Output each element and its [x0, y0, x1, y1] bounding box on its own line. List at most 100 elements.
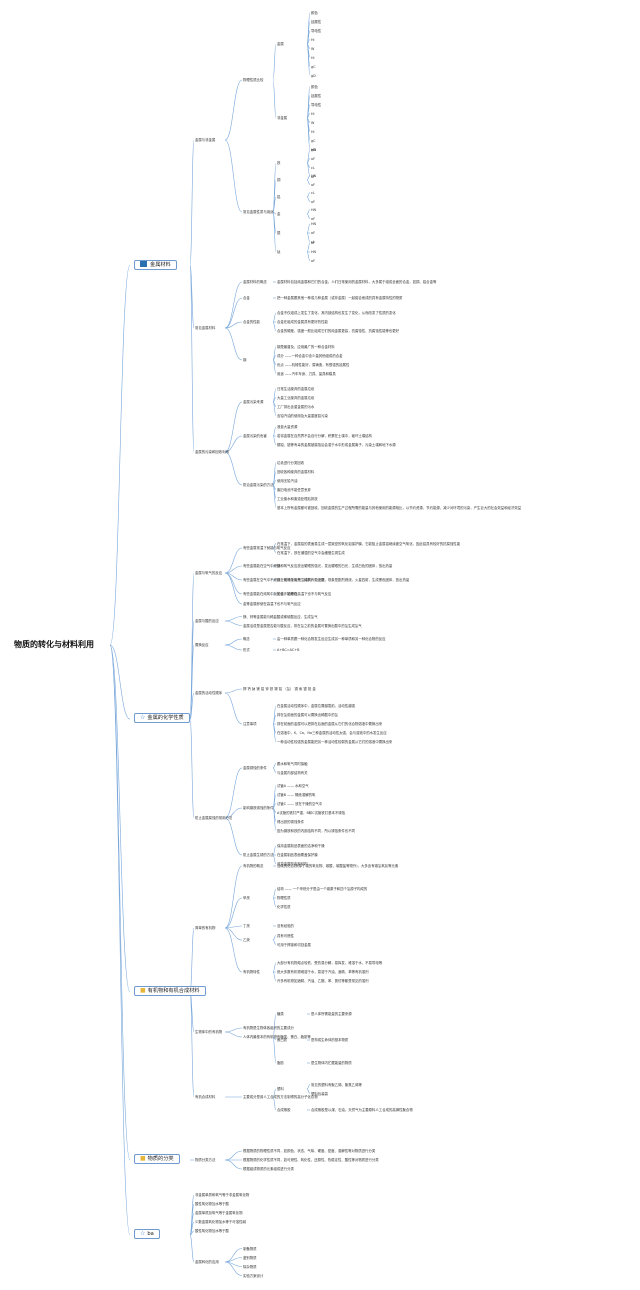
leaf-topic[interactable]: 许多有机物如酒精、汽油、乙醚、苯、氯仿等都是常见的溶剂 [277, 979, 369, 983]
leaf-topic[interactable]: oF [311, 231, 315, 235]
leaf-topic[interactable]: cL [311, 166, 315, 170]
leaf-topic[interactable]: gD [311, 74, 316, 78]
leaf-topic[interactable]: 注意事项 [243, 722, 257, 726]
leaf-topic[interactable]: cL [311, 191, 315, 195]
leaf-topic[interactable]: Hi [311, 112, 315, 116]
leaf-topic[interactable]: W [311, 121, 314, 125]
leaf-topic[interactable]: 结构 —— 一个甲烷分子是由一个碳原子和四个氢原子构成的 [277, 887, 367, 891]
subtopic[interactable]: 金属的污染和回收利用 [195, 450, 229, 454]
leaf-topic[interactable]: 优点 ——机械性能好，易铸造，有很强的延展性 [277, 363, 349, 367]
leaf-topic[interactable]: 工业废水和废渣处理后排放 [277, 497, 318, 501]
leaf-topic[interactable]: 得出铁的锈蚀条件 [277, 820, 304, 824]
leaf-topic[interactable]: 合成橡胶是以煤、石油、天然气为主要原料人工合成的高弹性聚合物 [311, 1108, 413, 1112]
leaf-topic[interactable]: 脂肪 [277, 1061, 284, 1065]
leaf-topic[interactable]: gC [311, 139, 316, 143]
leaf-topic[interactable]: 改变金属的内部结构 [277, 862, 308, 866]
leaf-topic[interactable]: 金等金属即使在高温下也不与氧气反应 [243, 602, 301, 606]
leaf-topic[interactable]: 钢 [243, 358, 246, 362]
subtopic[interactable]: 生物体中的有机物 [195, 1030, 222, 1034]
leaf-topic[interactable]: 钾 钙 钠 镁 铝 锌 铁 锡 铅 （氢） 铜 汞 银 铂 金 [243, 687, 316, 691]
leaf-topic[interactable]: 塑料包装袋 [311, 1092, 328, 1096]
root-topic[interactable]: 物质的转化与材料利用 [14, 640, 94, 649]
leaf-topic[interactable]: 排在氢前面的金属可以置换出稀酸中的氢 [277, 713, 338, 717]
leaf-topic[interactable]: 物理性质 [277, 896, 291, 900]
leaf-topic[interactable]: 影响钢铁锈蚀的条件 [243, 806, 274, 810]
leaf-topic[interactable]: Hi [311, 38, 315, 42]
leaf-topic[interactable]: HN [311, 250, 316, 254]
leaf-topic[interactable]: 浪费大量资源 [277, 425, 297, 429]
leaf-topic[interactable]: 常见金属性质与用途 [243, 210, 274, 214]
leaf-topic[interactable]: 在常温下，金属铝的表面易生成一层致密的氧化铝保护膜，它能阻止金属铝继续被空气氧化… [277, 542, 460, 546]
leaf-topic[interactable]: 用途 ——汽车车身、刀具、量具和模具 [277, 372, 336, 376]
leaf-topic[interactable]: 根据物质的化学性质不同，如可燃性、氧化性、还原性、热稳定性、酸性等对物质进行分类 [243, 1158, 379, 1162]
leaf-topic[interactable]: 铁在氧气中点燃生成的有无上限，现象是剧烈燃烧，火星四射，生成黑色固体，放出热量 [277, 578, 409, 582]
leaf-topic[interactable]: 与金属内部结构有关 [277, 771, 308, 775]
branch-topic[interactable]: ☆金属的化学性质 [130, 713, 194, 723]
leaf-topic[interactable]: 是生物体内贮藏能量的物质 [311, 1061, 352, 1065]
leaf-topic[interactable]: 基本上所有金属都可被回收。回收金属的生产过程所需的能量与其他使用的能源相比，以节… [277, 506, 521, 510]
leaf-topic[interactable]: oF [311, 217, 315, 221]
leaf-topic[interactable]: 颜色 [311, 11, 318, 15]
leaf-topic[interactable]: 合金的硬度、强度一般比组成它们的纯金属更高，抗腐蚀性、抗腐蚀性能等也更好 [277, 329, 399, 333]
leaf-topic[interactable]: 把一种金属跟其他一种或几种金属（或非金属）一起熔合而成的具有金属特性的物质 [277, 296, 402, 300]
leaf-topic[interactable]: oF [311, 175, 315, 179]
leaf-topic[interactable]: 镉铅、铬等有毒的金属被腐蚀后会溶于水中形成金属离子，污染土壤和地下水源 [277, 443, 396, 447]
leaf-topic[interactable]: 由一种单质跟一种化合物发生反应生成另一种单质和另一种化合物的反应 [277, 637, 386, 641]
leaf-topic[interactable]: 合金在组成的金属具有更好的性能 [277, 320, 328, 324]
leaf-topic[interactable]: 在金属活动性顺序中，金属位置越靠前，活动性越强 [277, 704, 355, 708]
leaf-topic[interactable]: 颜色 [311, 85, 318, 89]
leaf-topic[interactable]: 废旧电池不能任意丢弃 [277, 488, 311, 492]
leaf-topic[interactable]: 具有可燃性 [277, 934, 294, 938]
leaf-topic[interactable]: 延展性 [311, 20, 321, 24]
leaf-topic[interactable]: 一种活动性较强的金属能把另一种活动性较弱的金属从它们的溶液中置换出来 [277, 740, 392, 744]
leaf-topic[interactable]: oF [311, 259, 315, 263]
subtopic[interactable]: 金属与氧气的反应 [195, 571, 222, 575]
subtopic[interactable]: 置换反应 [195, 643, 209, 647]
leaf-topic[interactable]: 有机物特性 [243, 970, 260, 974]
leaf-topic[interactable]: 在常温下，铁在潮湿的空气中会缓慢生锈生成 [277, 551, 345, 555]
leaf-topic[interactable]: 在金属制品表面覆盖保护膜 [277, 853, 318, 857]
leaf-topic[interactable]: 丁烷 [243, 924, 250, 928]
leaf-topic[interactable]: 如金、铂等在高温下也不与氧气反应 [277, 592, 331, 596]
leaf-topic[interactable]: 可用于焊接和切割金属 [277, 943, 311, 947]
leaf-topic[interactable]: 跟水和氧气同时接触 [277, 762, 308, 766]
leaf-topic[interactable]: 除杂物质 [243, 1265, 257, 1269]
leaf-topic[interactable]: 含铅汽油的使用及大量重度铅污染 [277, 414, 328, 418]
subtopic[interactable]: 酸性氧化物加水等于酸 [195, 1229, 229, 1233]
leaf-topic[interactable]: HN [311, 174, 316, 178]
leaf-topic[interactable]: 有些金属常温下就能与氧气反应 [243, 546, 290, 550]
branch-topic[interactable]: 金属材料 [130, 260, 181, 270]
leaf-topic[interactable]: 物理性质比较 [243, 78, 263, 82]
leaf-topic[interactable]: 是人体所需能量的主要来源 [311, 1012, 352, 1016]
leaf-topic[interactable]: 合金 [243, 296, 250, 300]
leaf-topic[interactable]: 实验方案设计 [243, 1274, 263, 1278]
leaf-topic[interactable]: W [311, 47, 314, 51]
leaf-topic[interactable]: 工厂排出含重金属的污水 [277, 405, 314, 409]
leaf-topic[interactable]: 有些金属能在纯氧中加热也不能燃烧 [243, 592, 297, 596]
leaf-topic[interactable]: 使用无铅汽油 [277, 479, 297, 483]
leaf-topic[interactable]: 铁 [277, 161, 280, 165]
leaf-topic[interactable]: 甲烷 [243, 896, 250, 900]
leaf-topic[interactable]: 试管C —— 放在干燥的空气中 [277, 802, 322, 806]
leaf-topic[interactable]: 常见的塑料有聚乙烯、聚氯乙烯等 [311, 1083, 362, 1087]
leaf-topic[interactable]: 大量工业废弃的金属垃圾 [277, 396, 314, 400]
leaf-topic[interactable]: 铝 [277, 195, 280, 199]
leaf-topic[interactable]: 钢是最普及、应用最广的一种合金材料 [277, 345, 335, 349]
leaf-topic[interactable]: 日常生活废弃的金属垃圾 [277, 387, 314, 391]
leaf-topic[interactable]: 鉴别物质 [243, 1256, 257, 1260]
leaf-topic[interactable]: 有些金属能在空气中燃烧 [243, 564, 280, 568]
leaf-topic[interactable]: 主要成分是用人工合成的方法制得的高分子化合物 [243, 1095, 318, 1099]
leaf-topic[interactable]: oF [311, 200, 315, 204]
leaf-topic[interactable]: A试管的铁钉严重，B和C试管铁钉基本不锈蚀 [277, 811, 345, 815]
leaf-topic[interactable]: 合金不仅组成上发生了变化，其内部结构也发生了变化，从而改变了性质的变化 [277, 311, 396, 315]
leaf-topic[interactable]: 有机物的概念 [243, 864, 263, 868]
leaf-topic[interactable]: 银 [277, 231, 280, 235]
leaf-topic[interactable]: 金属材料包括纯金属和它们的合金。人们日常使用的金属材料，大多属于组成全面的合金，… [277, 280, 436, 284]
subtopic[interactable]: 少数金属氧化物加水等于可溶性碱 [195, 1220, 246, 1224]
branch-topic[interactable]: ☆ba [130, 1229, 164, 1239]
leaf-topic[interactable]: 试管A —— 水和空气 [277, 784, 309, 788]
leaf-topic[interactable]: 塑料 [277, 1087, 284, 1091]
leaf-topic[interactable]: 是构成生命体的基本物质 [311, 1038, 348, 1042]
leaf-topic[interactable]: 延展性 [311, 94, 321, 98]
leaf-topic[interactable]: 合金的性能 [243, 320, 260, 324]
